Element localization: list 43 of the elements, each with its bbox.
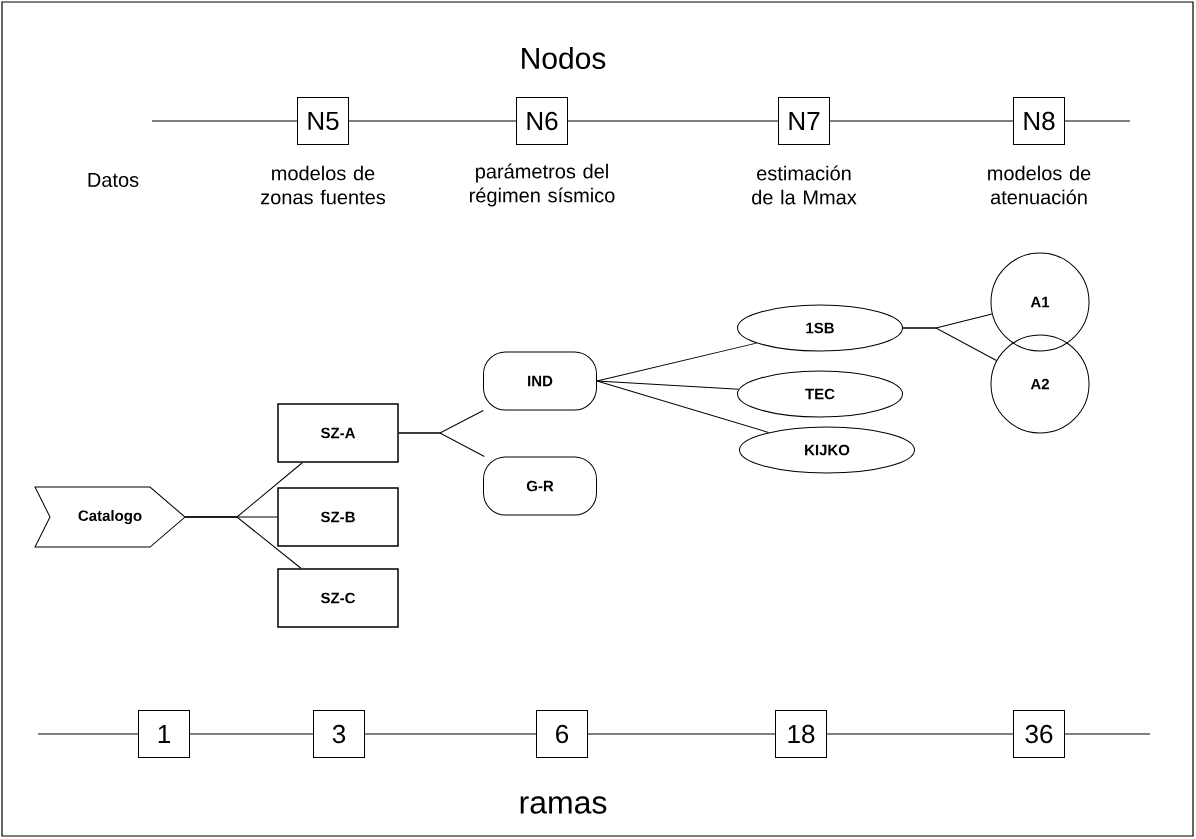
numbered-box: N8 [1013, 97, 1065, 145]
connector-line [1064, 733, 1151, 735]
connector-line [587, 733, 776, 735]
connector-line [826, 733, 1014, 735]
connector-line [596, 380, 740, 390]
connector-line [398, 432, 485, 457]
connector-line [567, 120, 779, 122]
numbered-box: 1 [138, 710, 190, 758]
connector-line [348, 120, 517, 122]
connector-line [364, 733, 537, 735]
axis-title: ramas [520, 796, 607, 814]
connector-line [189, 733, 314, 735]
connector-line [151, 120, 298, 122]
rectangle-box: SZ-B [277, 487, 399, 547]
numbered-box: N5 [297, 97, 349, 145]
circle-node: A1 [990, 252, 1090, 352]
numbered-box: 3 [313, 710, 365, 758]
connector-line [1064, 120, 1131, 122]
node-caption: modelos de atenuación [988, 165, 1091, 205]
rounded-box: IND [483, 351, 597, 411]
node-caption: parámetros del régimen sísmico [470, 163, 615, 207]
connector-line [902, 327, 997, 362]
node-caption: estimación de la Mmax [752, 165, 857, 205]
circle-node: A2 [990, 334, 1090, 434]
numbered-box: 6 [536, 710, 588, 758]
connector-line [37, 733, 139, 735]
rounded-box: G-R [483, 456, 597, 516]
ellipse-node: KIJKO [739, 426, 915, 474]
numbered-box: 36 [1013, 710, 1065, 758]
ellipse-node: 1SB [737, 304, 903, 352]
rectangle-box: SZ-C [277, 568, 399, 628]
connector-line [829, 120, 1014, 122]
title: Nodos [522, 47, 606, 70]
numbered-box: N7 [778, 97, 830, 145]
data-chevron: Catalogo [34, 486, 186, 548]
ellipse-node: TEC [737, 370, 903, 418]
connector-line [596, 380, 769, 433]
rectangle-box: SZ-A [277, 403, 399, 463]
side-label: Datos [88, 173, 139, 187]
node-caption: modelos de zonas fuentes [261, 165, 386, 205]
numbered-box: 18 [775, 710, 827, 758]
numbered-box: N6 [516, 97, 568, 145]
connector-line [184, 516, 302, 569]
